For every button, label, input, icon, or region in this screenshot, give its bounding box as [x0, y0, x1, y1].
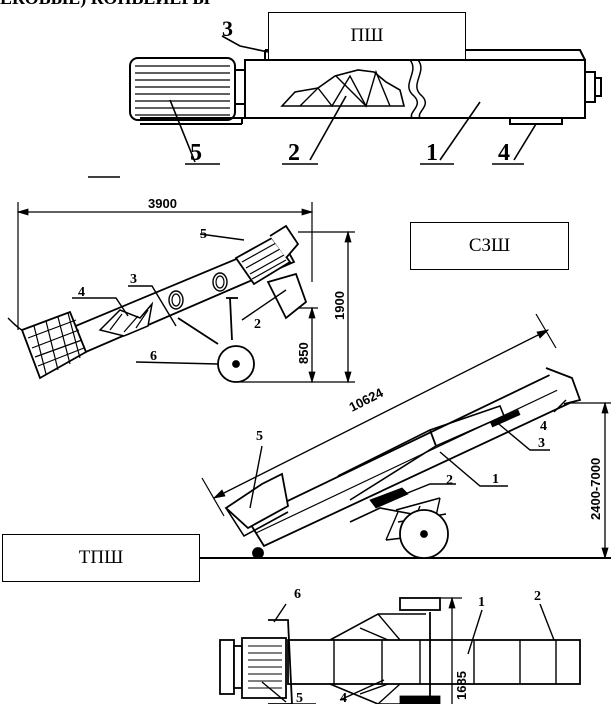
fig1-label-4: 4	[498, 140, 510, 166]
fig2-label-3: 3	[130, 272, 137, 287]
fig3-label-3: 3	[538, 436, 545, 451]
fig3-dim-10624: 10624	[347, 385, 387, 415]
fig3-label-2: 2	[446, 473, 453, 488]
fig4-dim-1685: 1685	[454, 671, 469, 700]
fig2-label-4: 4	[78, 285, 85, 300]
box-tpsh: ТПШ	[2, 534, 200, 582]
fig1-label-5: 5	[190, 140, 202, 166]
fig4-label-5: 5	[296, 691, 303, 704]
fig2-label-5: 5	[200, 227, 207, 242]
fig4-label-1: 1	[478, 595, 485, 610]
fig2-label-2: 2	[254, 317, 261, 332]
fig1-label-1: 1	[426, 140, 438, 166]
figure-szsh	[7, 202, 355, 384]
fig1-label-3: 3	[222, 16, 233, 41]
fig4-label-6: 6	[294, 587, 301, 602]
fig2-dim-1900: 1900	[332, 291, 347, 320]
figure-tpsh	[200, 313, 611, 560]
fig4-label-2: 4	[340, 691, 347, 704]
motor-5	[129, 57, 246, 121]
fig2-label-6: 6	[150, 349, 157, 364]
figure-plan-view	[219, 596, 581, 704]
screw-2	[280, 69, 406, 108]
fig1-label-2: 2	[288, 140, 300, 166]
fig3-label-1: 1	[492, 472, 499, 487]
page-header: ЕКОВЫЕ) КОНВЕЙЕРЫ	[0, 0, 210, 9]
fig4-label-4: 2	[534, 589, 541, 604]
fig3-label-4: 4	[540, 419, 547, 434]
fig3-dim-2400-7000: 2400-7000	[588, 458, 603, 520]
fig3-label-5: 5	[256, 429, 263, 444]
box-psh: ПШ	[268, 12, 466, 60]
trough-1	[244, 49, 602, 119]
outlet-4	[509, 117, 563, 125]
box-szsh: СЗШ	[410, 222, 569, 270]
fig2-dim-3900: 3900	[148, 196, 177, 211]
fig2-dim-850: 850	[296, 342, 311, 364]
